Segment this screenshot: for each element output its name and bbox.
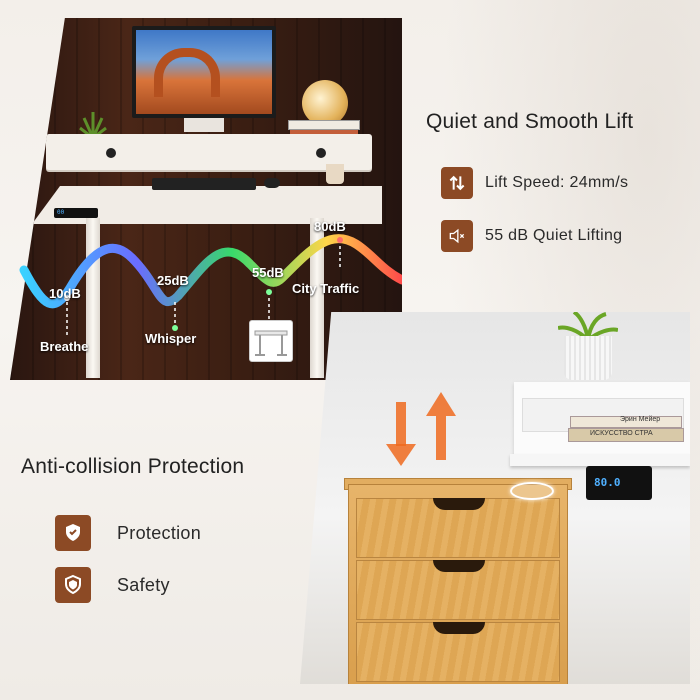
level-dot [337, 237, 343, 243]
mouse [264, 178, 280, 188]
feature-safety: Safety [55, 567, 170, 603]
moon-lamp [302, 80, 348, 126]
feature-protection: Protection [55, 515, 201, 551]
drawer-handle [433, 560, 485, 572]
shield-check-icon [55, 567, 91, 603]
desk-leg [310, 218, 324, 378]
monitor [132, 26, 276, 118]
book [570, 416, 682, 428]
quiet-lifting-text: 55 dB Quiet Lifting [485, 227, 623, 244]
feature-quiet-lifting: 55 dB Quiet Lifting [441, 220, 622, 252]
drawer-handle [433, 498, 485, 510]
height-display: 80.0 [594, 476, 621, 489]
desk-scene-panel: 00 [10, 18, 402, 380]
book [568, 428, 684, 442]
level-db-25: 25dB [157, 273, 189, 288]
shelf-drawer-knob [316, 148, 326, 158]
plant-pot [564, 336, 612, 380]
noise-wave [19, 234, 402, 338]
keyboard [152, 178, 256, 190]
book-author: Эрин Мейер [620, 416, 661, 423]
drawer-handle [433, 622, 485, 634]
book-title: ИСКУССТВО СТРА [590, 430, 653, 437]
collision-heading: Anti-collision Protection [21, 455, 245, 478]
protection-text: Protection [117, 522, 202, 543]
rock-arch-image [154, 48, 220, 97]
level-dot [266, 289, 272, 295]
desk-control-panel: 00 [54, 208, 98, 218]
desk-top [510, 454, 690, 466]
desk-control-panel: 80.0 [586, 466, 652, 500]
level-db-55: 55dB [252, 265, 284, 280]
coffee-mug [326, 164, 344, 184]
down-arrow-icon [386, 402, 416, 466]
lift-speed-text: Lift Speed: 24mm/s [485, 174, 629, 191]
cabinet-scene-panel: Эрин Мейер ИСКУССТВО СТРА 80.0 [300, 312, 690, 684]
level-db-80: 80dB [314, 219, 346, 234]
level-dot [64, 295, 70, 301]
feature-lift-speed: Lift Speed: 24mm/s [441, 167, 628, 199]
up-down-arrows-icon [441, 167, 473, 199]
monitor-shelf [46, 134, 372, 170]
level-label-city-traffic: City Traffic [292, 281, 360, 296]
hand-shield-icon [55, 515, 91, 551]
level-label-whisper: Whisper [145, 331, 197, 346]
control-digits: 00 [57, 209, 65, 216]
level-label-breathe: Breathe [40, 339, 89, 354]
cabinet-drawer [356, 622, 560, 682]
safety-text: Safety [117, 574, 170, 595]
plant-icon [558, 312, 618, 340]
mute-speaker-icon [441, 220, 473, 252]
plant-icon [79, 112, 107, 140]
desk-thumbnail-icon [254, 330, 288, 356]
cabinet-drawer [356, 560, 560, 620]
shelf-drawer-knob [106, 148, 116, 158]
level-db-10: 10dB [49, 286, 81, 301]
lift-arrows [386, 392, 456, 466]
level-dot [172, 325, 178, 331]
cabinet-drawer [356, 498, 560, 558]
monitor-stand [184, 118, 224, 132]
lift-heading: Quiet and Smooth Lift [426, 110, 634, 133]
up-arrow-icon [426, 392, 456, 460]
standing-desk-thumbnail [249, 320, 293, 362]
collision-sensor [510, 482, 554, 500]
